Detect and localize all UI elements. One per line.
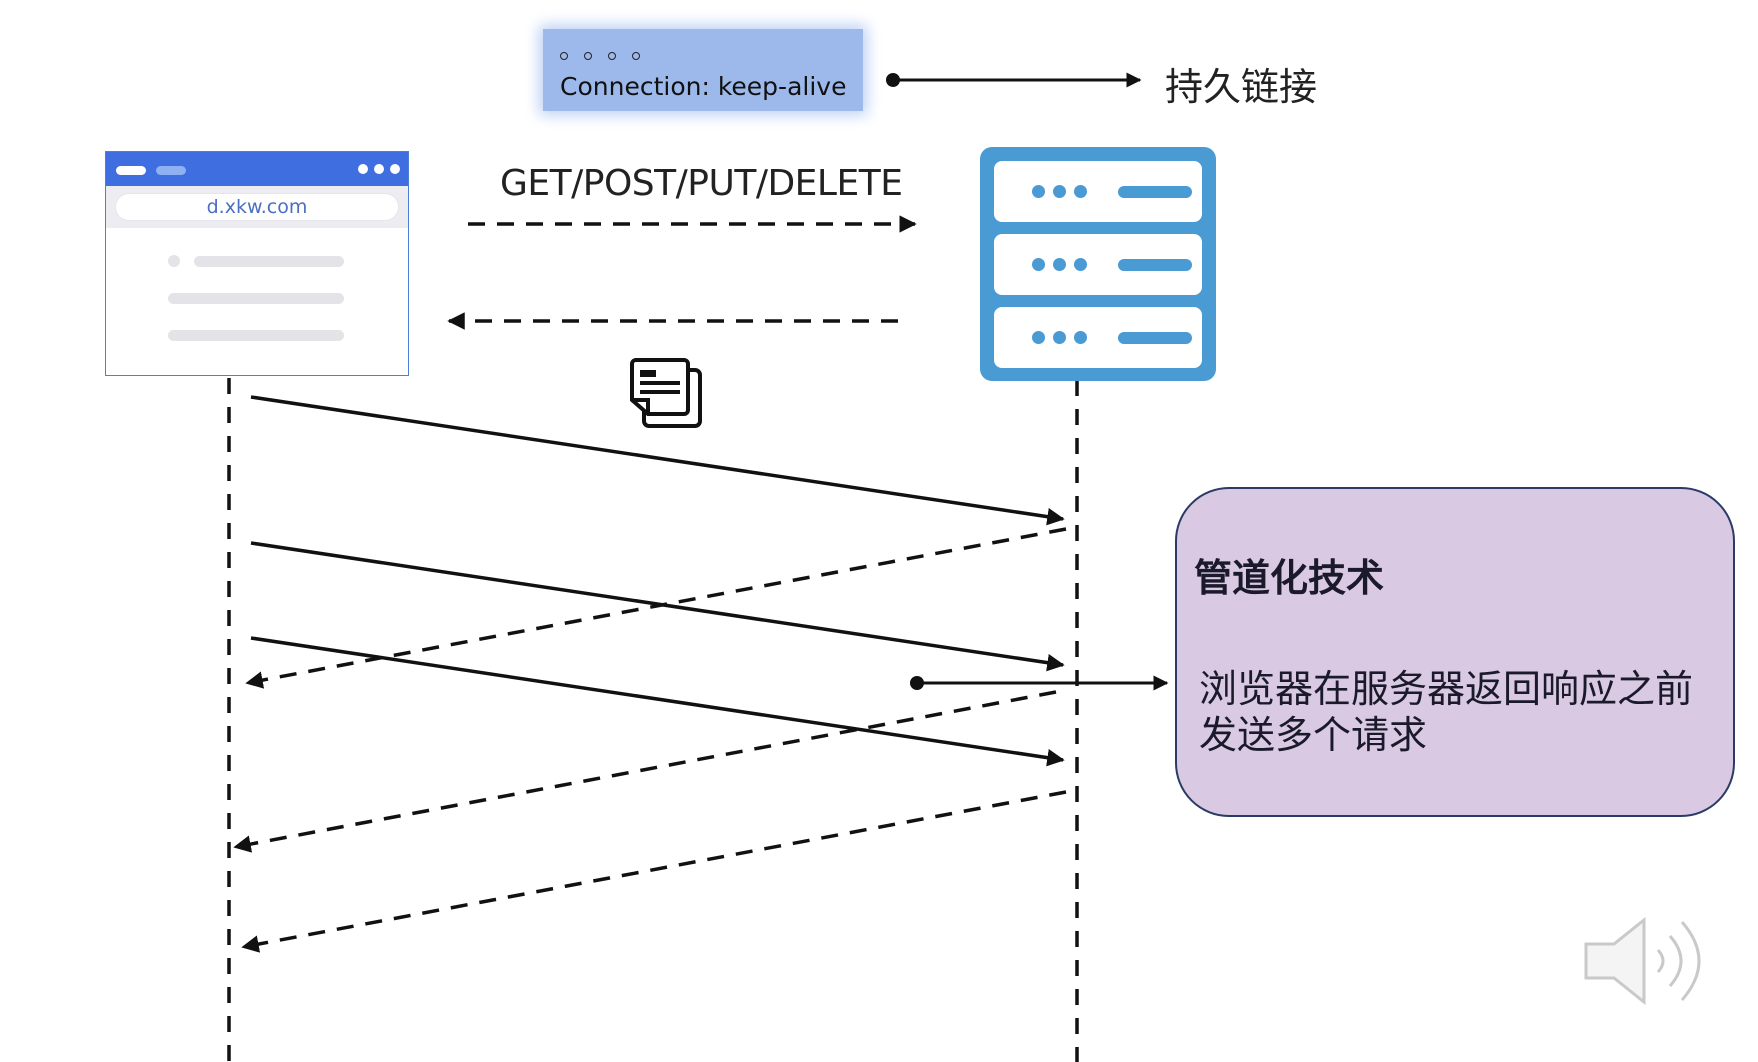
pipelining-description: 浏览器在服务器返回响应之前发送多个请求 [1199, 667, 1694, 757]
server-rack-unit [994, 161, 1202, 222]
header-dot [584, 52, 592, 60]
pipelining-title: 管道化技术 [1194, 556, 1385, 600]
keepalive-arrow-origin [886, 73, 900, 87]
http-methods-label: GET/POST/PUT/DELETE [500, 163, 903, 204]
connection-header-text: Connection: keep-alive [560, 72, 847, 101]
connection-header-box: Connection: keep-alive [543, 29, 863, 111]
content-line [194, 256, 344, 267]
header-dot [560, 52, 568, 60]
content-line [168, 330, 344, 341]
header-dot [608, 52, 616, 60]
pipelined-response-2 [233, 690, 1057, 853]
browser-menu-dots-icon [358, 164, 400, 174]
browser-url: d.xkw.com [116, 194, 398, 220]
server-rack-unit [994, 307, 1202, 368]
server-rack-unit [994, 234, 1202, 295]
pipelined-request-1 [250, 395, 1065, 526]
pipeline-callout-origin [910, 676, 924, 690]
pipelined-response-3 [241, 790, 1067, 953]
pipelined-request-3 [250, 636, 1065, 767]
content-bullet [168, 255, 180, 267]
server-icon [980, 147, 1216, 381]
pipelined-response-1 [245, 527, 1067, 689]
browser-tab-pill [156, 166, 186, 175]
content-line [168, 293, 344, 304]
browser-title-bar [106, 152, 408, 186]
browser-window-icon: d.xkw.com [105, 151, 409, 376]
pipelining-callout: 管道化技术 浏览器在服务器返回响应之前发送多个请求 [1175, 487, 1735, 817]
header-dot [632, 52, 640, 60]
browser-tab-pill [116, 166, 146, 175]
pipelined-request-2 [250, 541, 1065, 672]
persistent-connection-label: 持久链接 [1165, 65, 1318, 109]
header-dots [560, 46, 640, 66]
speaker-icon[interactable] [1578, 906, 1718, 1016]
document-copy-icon [630, 358, 702, 428]
